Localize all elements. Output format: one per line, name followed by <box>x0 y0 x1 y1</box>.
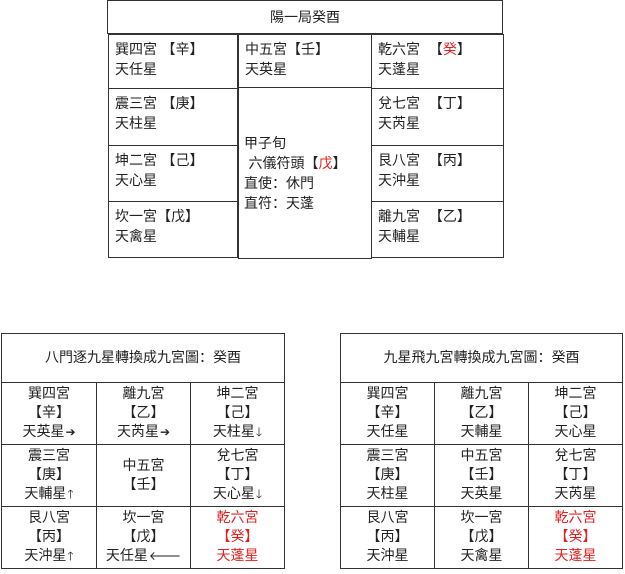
center-info-box: 甲子旬 六儀符頭【戊】 直使：休門 直符：天蓬 <box>238 87 372 259</box>
cell-li9: 離九宮 【乙】天輔星 <box>371 201 504 258</box>
stem: 【壬】 <box>287 42 329 58</box>
cell-qian6-highlight: 乾六宮【癸】天蓬星 <box>527 506 624 569</box>
zhi-fu-line: 直符：天蓬 <box>244 196 314 212</box>
stem: 癸 <box>442 42 457 58</box>
cell-kan1: 坎一宮【戊】天任星🡐 <box>96 506 191 569</box>
cell-zhong5: 中五宮【壬】 <box>96 444 191 507</box>
cell-zhen3: 震三宮 【庚】天柱星 <box>108 88 238 146</box>
right-table-title: 九星飛九宮轉換成九宮圖：癸酉 <box>339 333 624 383</box>
arrow-right-icon: ➔ <box>159 425 171 439</box>
star: 天芮星 <box>378 116 420 132</box>
stem: 【戊】 <box>157 209 199 225</box>
palace-name: 中五宮 <box>245 42 287 58</box>
cell-kun2: 坤二宮【己】天柱星🡓 <box>189 382 286 445</box>
star: 天柱星 <box>115 116 157 132</box>
fu-tou-line: 六儀符頭【戊】 <box>248 156 347 172</box>
stem: 【丙】 <box>428 153 471 169</box>
cell-kan1: 坎一宮【戊】天禽星 <box>434 506 529 569</box>
stem: 【庚】 <box>161 96 204 112</box>
cell-kun2: 坤二宮【己】天心星 <box>527 382 624 445</box>
stem: 【辛】 <box>161 42 204 58</box>
cell-qian6: 乾六宮 【癸】天蓬星 <box>371 34 504 89</box>
cell-zhong5: 中五宮【壬】天英星 <box>434 444 529 507</box>
cell-gen8: 艮八宮【丙】天沖星 <box>340 506 435 569</box>
arrow-up-icon: 🡑 <box>67 549 74 563</box>
cell-zhen3: 震三宮【庚】天柱星 <box>340 444 435 507</box>
palace-name: 坎一宮 <box>115 209 157 225</box>
cell-li9: 離九宮【乙】天芮星➔ <box>96 382 191 445</box>
cell-zhong5: 中五宮【壬】天英星 <box>238 34 372 88</box>
right-nine-palace-table: 九星飛九宮轉換成九宮圖：癸酉 巽四宮【辛】天任星 離九宮【乙】天輔星 坤二宮【己… <box>339 333 624 569</box>
arrow-down-icon: 🡓 <box>255 425 263 439</box>
cell-dui7: 兌七宮 【丁】天芮星 <box>371 88 504 146</box>
arrow-right-icon: ➔ <box>65 425 76 439</box>
left-table-title: 八門逐九星轉換成九宮圖：癸酉 <box>0 333 286 383</box>
star: 天英星 <box>245 62 287 78</box>
palace-name: 艮八宮 <box>378 153 420 169</box>
star: 天輔星 <box>378 229 420 245</box>
palace-name: 離九宮 <box>378 209 420 225</box>
left-nine-palace-table: 八門逐九星轉換成九宮圖：癸酉 巽四宮【辛】天英星➔ 離九宮【乙】天芮星➔ 坤二宮… <box>0 333 286 569</box>
cell-kun2: 坤二宮 【己】天心星 <box>108 145 238 202</box>
star: 天禽星 <box>115 229 157 245</box>
star: 天沖星 <box>378 173 420 189</box>
palace-name: 坤二宮 <box>115 153 157 169</box>
arrow-up-icon: 🡑 <box>67 487 74 501</box>
cell-dui7: 兌七宮【丁】天心星🡓 <box>189 444 286 507</box>
palace-name: 兌七宮 <box>378 96 420 112</box>
zhi-shi-line: 直使：休門 <box>244 176 314 192</box>
fu-tou-stem: 戊 <box>318 156 333 172</box>
stem: 【己】 <box>161 153 204 169</box>
cell-xun4: 巽四宮【辛】天任星 <box>340 382 435 445</box>
cell-kan1: 坎一宮【戊】天禽星 <box>108 201 238 258</box>
cell-xun4: 巽四宮【辛】天英星➔ <box>1 382 97 445</box>
star: 天任星 <box>115 62 157 78</box>
arrow-left-icon: 🡐 <box>148 549 182 563</box>
stem: 【丁】 <box>428 96 471 112</box>
cell-dui7: 兌七宮【丁】天芮星 <box>527 444 624 507</box>
cell-li9: 離九宮【乙】天輔星 <box>434 382 529 445</box>
palace-name: 乾六宮 <box>378 42 420 58</box>
cell-zhen3: 震三宮【庚】天輔星🡑 <box>1 444 97 507</box>
star: 天蓬星 <box>378 62 420 78</box>
arrow-down-icon: 🡓 <box>255 487 263 501</box>
star: 天心星 <box>115 173 157 189</box>
cell-gen8: 艮八宮 【丙】天沖星 <box>371 145 504 202</box>
palace-name: 震三宮 <box>115 96 157 112</box>
cell-xun4: 巽四宮 【辛】天任星 <box>108 34 238 89</box>
top-chart-title: 陽一局癸酉 <box>107 0 503 34</box>
xun-label: 甲子旬 <box>244 136 286 152</box>
cell-gen8: 艮八宮【丙】天沖星🡑 <box>1 506 97 569</box>
cell-qian6-highlight: 乾六宮【癸】天蓬星 <box>189 506 286 569</box>
palace-name: 巽四宮 <box>115 42 157 58</box>
stem: 【乙】 <box>428 209 471 225</box>
